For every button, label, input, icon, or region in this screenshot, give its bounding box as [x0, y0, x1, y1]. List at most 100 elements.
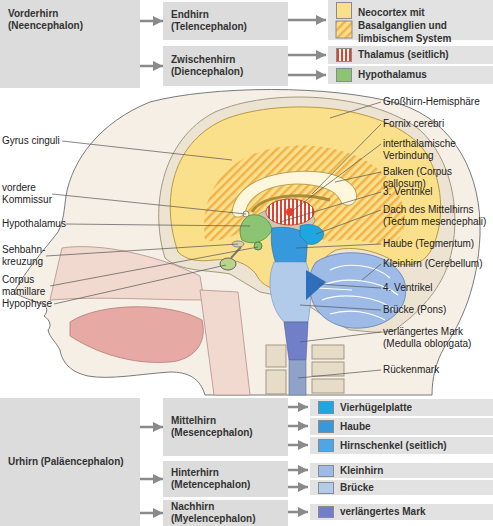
- part-label: Sehbahn- kreuzung: [2, 244, 57, 268]
- part-label: Fornix cerebri: [383, 118, 491, 130]
- part-label: Brücke (Pons): [383, 304, 491, 316]
- medulla: [284, 322, 308, 360]
- legend-arrow: [288, 486, 308, 489]
- leader-line: [292, 144, 381, 211]
- legend-row: Kleinhirn: [310, 463, 493, 478]
- thalamus: [266, 199, 314, 225]
- legend-swatch: [336, 2, 352, 19]
- part-label: Hypophyse: [2, 298, 92, 310]
- part-label: verlängertes Mark (Medulla oblongata): [383, 326, 491, 350]
- part-label: 3. Ventrikel: [383, 186, 491, 198]
- leader-line: [66, 224, 250, 226]
- brain-division-box: Urhirn (Paläencephalon): [0, 398, 140, 526]
- brain-division-box: Endhirn (Telencephalon): [163, 2, 288, 40]
- part-label: Haube (Tegmentum): [383, 238, 491, 250]
- box-label: Endhirn (Telencephalon): [171, 9, 280, 33]
- hypothalamus: [240, 215, 272, 243]
- legend-row: Hirnschenkel (seitlich): [310, 437, 493, 454]
- legend-swatch: [318, 420, 334, 433]
- legend-text: verlängertes Mark: [340, 504, 489, 520]
- box-text-group: Hinterhirn (Metencephalon): [171, 467, 280, 491]
- box-text-group: Mittelhirn (Mesencephalon): [171, 415, 280, 439]
- box-label: Mittelhirn (Mesencephalon): [171, 415, 280, 439]
- leader-line: [62, 141, 232, 160]
- box-text-group: Urhirn (Paläencephalon): [8, 456, 124, 468]
- legend-arrow: [288, 444, 308, 447]
- box-label: Urhirn (Paläencephalon): [8, 456, 124, 468]
- part-label: interthalamische Verbindung: [383, 138, 491, 162]
- leader-line: [280, 192, 381, 222]
- leader-line: [300, 305, 381, 310]
- fourth-ventricle: [306, 270, 326, 300]
- part-label: Hypothalamus: [2, 218, 92, 230]
- legend-arrow: [288, 54, 326, 57]
- leader-lines: [46, 102, 381, 378]
- part-label: vordere Kommissur: [2, 182, 62, 206]
- legend-arrow: [288, 74, 326, 77]
- leader-line: [50, 247, 258, 286]
- legend-row: verlängertes Mark: [310, 504, 493, 520]
- legend-arrow: [288, 19, 326, 22]
- vertebra: [266, 345, 286, 367]
- legend-swatch: [336, 48, 352, 62]
- box-label: Nachhirn (Myelencephalon): [171, 501, 280, 525]
- vertebra: [312, 379, 344, 393]
- vertebra: [266, 370, 286, 394]
- part-label: Rückenmark: [383, 364, 491, 376]
- legend-swatch: [318, 439, 334, 452]
- leader-line: [296, 244, 381, 248]
- leader-line: [318, 284, 381, 288]
- branch-arrow: [140, 65, 163, 68]
- legend-arrow: [288, 406, 308, 409]
- pharynx: [200, 290, 250, 395]
- box-text-group: Nachhirn (Myelencephalon): [171, 501, 280, 525]
- leader-line: [52, 194, 246, 214]
- leader-line: [298, 370, 381, 378]
- brain-division-box: Mittelhirn (Mesencephalon): [163, 398, 288, 456]
- leader-line: [312, 124, 381, 194]
- legend-row: Brücke: [310, 480, 493, 495]
- box-text-group: Vorderhirn (Neencephalon): [8, 8, 132, 32]
- tongue: [70, 307, 203, 363]
- legend-swatch: [318, 482, 334, 494]
- leader-line: [330, 102, 381, 118]
- brain-division-box: Hinterhirn (Metencephalon): [163, 461, 288, 497]
- branch-arrow: [140, 478, 163, 481]
- legend-arrow: [288, 469, 308, 472]
- branch-arrow: [140, 20, 163, 23]
- legend-text: Neocortex mit Basalganglien und limbisch…: [358, 6, 489, 45]
- legend-row: Vierhügelplatte: [310, 399, 493, 416]
- pons: [270, 262, 311, 322]
- branch-arrow: [140, 512, 163, 515]
- interthalamic-adhesion: [286, 208, 294, 216]
- leader-line: [362, 264, 381, 280]
- box-label: Zwischenhirn (Diencephalon): [171, 54, 280, 78]
- leader-line: [300, 332, 381, 342]
- vertebra: [312, 345, 344, 359]
- box-label: Vorderhirn (Neencephalon): [8, 8, 132, 32]
- legend-row: Thalamus (seitlich): [328, 46, 493, 64]
- branch-arrow: [140, 426, 163, 429]
- legend-arrow: [288, 511, 308, 514]
- legend-text: Haube: [340, 418, 489, 435]
- legend-swatch: [318, 401, 334, 414]
- pituitary-stalk: [231, 247, 241, 258]
- part-label: Großhirn-Hemisphäre: [383, 96, 491, 108]
- box-text-group: Endhirn (Telencephalon): [171, 9, 280, 33]
- box-label: Hinterhirn (Metencephalon): [171, 467, 280, 491]
- legend-swatch: [336, 68, 352, 82]
- limbic-hatch: [204, 146, 405, 246]
- leader-line: [316, 210, 381, 234]
- legend-swatch: [318, 506, 334, 518]
- legend-row: Hypothalamus: [328, 66, 493, 84]
- legend-text: Hirnschenkel (seitlich): [340, 437, 489, 454]
- part-label: Gyrus cinguli: [2, 135, 92, 147]
- legend-row: Haube: [310, 418, 493, 435]
- part-label: 4. Ventrikel: [383, 282, 491, 294]
- box-text-group: Zwischenhirn (Diencephalon): [171, 54, 280, 78]
- leader-line: [54, 265, 226, 304]
- legend-text: Vierhügelplatte: [340, 399, 489, 416]
- pituitary: [220, 258, 236, 270]
- legend-text: Thalamus (seitlich): [358, 46, 489, 64]
